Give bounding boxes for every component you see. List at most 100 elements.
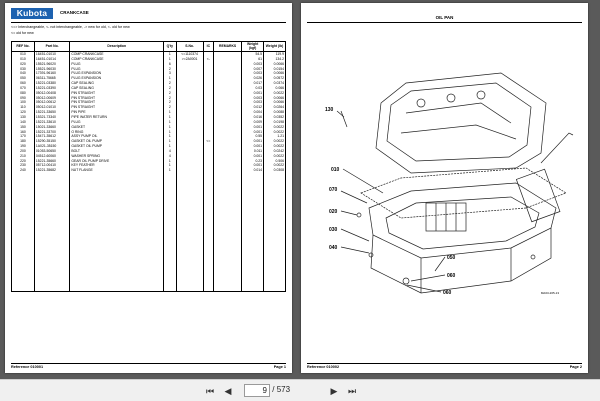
engine-block-rib (405, 102, 512, 124)
legend-line-2: <= old for new (11, 31, 34, 35)
table-cell: <= (202, 139, 215, 145)
diagram-title: OIL PAN (435, 15, 454, 20)
table-cell: 0.0352 (263, 114, 286, 120)
table-cell (213, 100, 243, 106)
table-cell: PIPE WATER RETURN (69, 114, 165, 120)
table-cell: 15321-73340 (33, 114, 71, 120)
current-page-input[interactable]: 9 (244, 384, 270, 397)
header-divider (11, 22, 286, 23)
reference-label: Reference 010002 (307, 365, 340, 369)
column-header: Weight (kgf) (241, 41, 265, 52)
table-cell: 0.0066 (263, 95, 286, 101)
drain-plug (402, 277, 410, 285)
table-cell: 15290-35150 (33, 139, 71, 145)
bolt (356, 212, 362, 218)
callout-130: 130 (325, 107, 334, 113)
first-page-icon[interactable]: ⏮ (205, 386, 215, 396)
viewer-toolbar: ⏮ ◀ 9 / 573 ▶ ⏭ (0, 379, 600, 401)
engine-block-outline (375, 72, 547, 174)
table-cell: 05012-00408 (33, 90, 71, 96)
prev-page-icon[interactable]: ◀ (224, 386, 232, 396)
table-cell: PIN PIPE (69, 110, 165, 115)
table-cell: KEY FEATHER (69, 163, 165, 169)
last-page-icon[interactable]: ⏭ (347, 386, 357, 396)
table-cell: 0.0022 (263, 163, 286, 169)
table-cell: PLUG (69, 61, 165, 67)
table-cell: 15221-35660 (33, 158, 71, 164)
table-cell (202, 66, 215, 72)
table-cell: 0.0308 (263, 168, 286, 174)
table-cell (202, 153, 215, 159)
table-cell: CAP SEALING (69, 85, 165, 91)
table-cell (202, 144, 215, 149)
table-cell (202, 105, 215, 111)
column-header: REF No. (11, 41, 35, 52)
figure-code: MA03-205-13 (541, 291, 560, 295)
table-cell: CAP SEALING (69, 81, 165, 86)
table-cell (213, 76, 243, 82)
table-cell: 0.0374 (263, 81, 286, 86)
table-cell (202, 90, 215, 96)
table-cell: 1.21 (263, 134, 286, 140)
column-header: REMARKS (213, 41, 243, 52)
table-cell: 15221-03380 (33, 81, 71, 86)
table-cell: GASKET OIL PUMP (69, 139, 165, 145)
table-cell (213, 168, 243, 174)
table-cell: NUT FLANGE (69, 168, 165, 174)
table-cell (213, 144, 243, 149)
block-bore (416, 98, 426, 108)
table-cell: 05012-00612 (33, 100, 71, 106)
table-cell: PLUG (69, 66, 165, 72)
table-cell: 119.9 (263, 51, 286, 57)
page-navigator: 9 / 573 (244, 384, 291, 397)
table-cell (202, 110, 215, 115)
table-cell: ASSY PUMP OIL (69, 134, 165, 140)
table-cell: 0.506 (263, 158, 286, 164)
table-cell: 0.0066 (263, 71, 286, 77)
table-cell: PIN STRAIGHT (69, 95, 165, 101)
table-cell: 01053-50650 (33, 148, 71, 154)
table-cell: 15471-35612 (33, 134, 71, 140)
table-cell: <- (202, 56, 215, 62)
total-pages: 573 (276, 385, 291, 394)
block-bore (476, 90, 486, 100)
leader-line (340, 210, 358, 216)
table-cell: GEAR OIL PUMP DRIVE (69, 158, 165, 164)
footer-divider (307, 363, 582, 364)
next-page-icon[interactable]: ▶ (330, 386, 338, 396)
table-cell (213, 129, 243, 135)
page-number-label: Page 1 (273, 365, 286, 369)
page-number-label: Page 2 (569, 365, 582, 369)
table-cell: 0.0264 (263, 105, 286, 111)
column-header: Description (69, 41, 165, 52)
block-bore (446, 93, 456, 103)
dipstick-guide (540, 132, 574, 164)
table-cell-empty (33, 173, 71, 293)
table-cell-empty (163, 173, 177, 293)
table-cell-empty (263, 173, 286, 293)
callout-010: 010 (331, 167, 340, 173)
table-cell: 0.0572 (263, 76, 286, 82)
table-cell: 0.0066 (263, 61, 286, 67)
table-cell: 0.066 (263, 85, 286, 91)
column-header: Q'ty (163, 41, 177, 52)
table-cell: 15521-96030 (33, 66, 71, 72)
callout-040: 040 (329, 245, 338, 251)
table-cell: O RING (69, 129, 165, 135)
table-cell (213, 90, 243, 96)
reference-label: Reference 010001 (11, 365, 44, 369)
oil-pan-exploded-diagram: 130 010 070 020 030 040 050 060 060 MA03… (325, 72, 574, 296)
table-cell: 05012-01010 (33, 105, 71, 111)
